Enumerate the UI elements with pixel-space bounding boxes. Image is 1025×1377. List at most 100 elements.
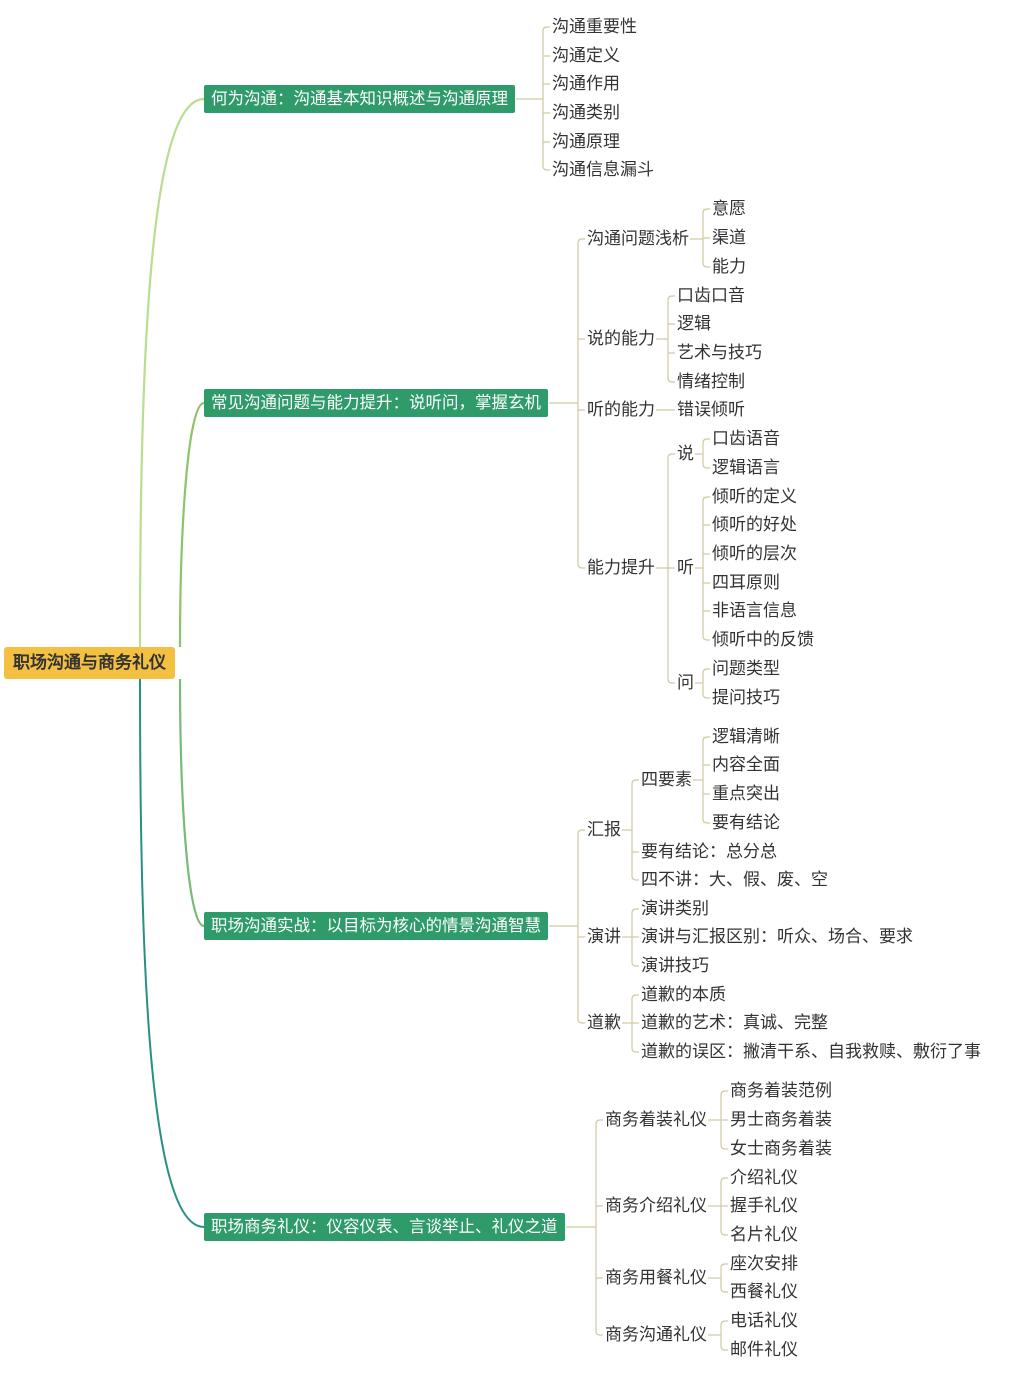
main-topic[interactable]: 何为沟通：沟通基本知识概述与沟通原理 (204, 85, 515, 113)
subtopic[interactable]: 重点突出 (712, 784, 780, 804)
subtopic[interactable]: 错误倾听 (677, 400, 745, 420)
connector-tick (631, 908, 639, 914)
connector-tick (702, 208, 710, 214)
subtopic[interactable]: 沟通类别 (552, 103, 620, 123)
subtopic[interactable]: 逻辑清晰 (712, 727, 780, 747)
subtopic[interactable]: 要有结论 (712, 813, 780, 833)
subtopic[interactable]: 口齿语音 (712, 429, 780, 449)
subtopic[interactable]: 名片礼仪 (730, 1225, 798, 1245)
connector-tick (595, 1119, 603, 1125)
subtopic[interactable]: 汇报 (587, 820, 621, 840)
subtopic[interactable]: 能力提升 (587, 558, 655, 578)
subtopic[interactable]: 沟通原理 (552, 132, 620, 152)
connector-tick (542, 165, 550, 171)
subtopic[interactable]: 道歉的误区：撇清干系、自我救赎、敷衍了事 (641, 1042, 981, 1062)
connector-tick (702, 496, 710, 502)
connector-tick (702, 463, 710, 469)
main-topic[interactable]: 职场商务礼仪：仪容仪表、言谈举止、礼仪之道 (204, 1213, 565, 1241)
subtopic[interactable]: 沟通定义 (552, 46, 620, 66)
connector-tick (631, 994, 639, 1000)
subtopic[interactable]: 渠道 (712, 228, 746, 248)
subtopic[interactable]: 倾听的定义 (712, 487, 797, 507)
connector-tick (577, 1018, 585, 1024)
connector-tick (720, 1144, 728, 1150)
subtopic[interactable]: 演讲 (587, 927, 621, 947)
subtopic[interactable]: 邮件礼仪 (730, 1340, 798, 1360)
subtopic[interactable]: 倾听的层次 (712, 544, 797, 564)
connector-tick (631, 1047, 639, 1053)
subtopic[interactable]: 说 (677, 444, 694, 464)
connector-tick (720, 1263, 728, 1269)
central-topic[interactable]: 职场沟通与商务礼仪 (4, 647, 175, 679)
subtopic[interactable]: 演讲类别 (641, 899, 709, 919)
subtopic[interactable]: 能力 (712, 257, 746, 277)
subtopic[interactable]: 演讲与汇报区别：听众、场合、要求 (641, 927, 913, 947)
connector-tick (667, 678, 675, 684)
subtopic[interactable]: 情绪控制 (677, 372, 745, 392)
connector-tick (577, 563, 585, 569)
subtopic[interactable]: 倾听的好处 (712, 515, 797, 535)
subtopic[interactable]: 沟通信息漏斗 (552, 160, 654, 180)
subtopic[interactable]: 介绍礼仪 (730, 1168, 798, 1188)
connector-tick (702, 262, 710, 268)
connector-tick (720, 1345, 728, 1351)
subtopic[interactable]: 西餐礼仪 (730, 1282, 798, 1302)
connector-tick (577, 238, 585, 244)
subtopic[interactable]: 商务用餐礼仪 (605, 1268, 707, 1288)
subtopic[interactable]: 逻辑 (677, 314, 711, 334)
subtopic[interactable]: 听 (677, 558, 694, 578)
branch-connector (178, 678, 205, 928)
subtopic[interactable]: 商务介绍礼仪 (605, 1196, 707, 1216)
subtopic[interactable]: 问题类型 (712, 659, 780, 679)
subtopic[interactable]: 问 (677, 673, 694, 693)
subtopic[interactable]: 沟通问题浅析 (587, 229, 689, 249)
subtopic[interactable]: 演讲技巧 (641, 956, 709, 976)
subtopic[interactable]: 四要素 (641, 770, 692, 790)
subtopic[interactable]: 握手礼仪 (730, 1196, 798, 1216)
subtopic[interactable]: 口齿口音 (677, 286, 745, 306)
subtopic[interactable]: 听的能力 (587, 400, 655, 420)
subtopic[interactable]: 商务着装礼仪 (605, 1110, 707, 1130)
subtopic[interactable]: 道歉 (587, 1013, 621, 1033)
subtopic[interactable]: 要有结论：总分总 (641, 842, 777, 862)
subtopic[interactable]: 四不讲：大、假、废、空 (641, 870, 828, 890)
connector-tick (702, 635, 710, 641)
subtopic[interactable]: 说的能力 (587, 329, 655, 349)
subtopic[interactable]: 艺术与技巧 (677, 343, 762, 363)
connector-tick (702, 693, 710, 699)
branch-connector (139, 678, 205, 1228)
subtopic[interactable]: 道歉的本质 (641, 985, 726, 1005)
subtopic[interactable]: 商务沟通礼仪 (605, 1325, 707, 1345)
connector-tick (631, 779, 639, 785)
subtopic[interactable]: 道歉的艺术：真诚、完整 (641, 1013, 828, 1033)
subtopic[interactable]: 商务着装范例 (730, 1081, 832, 1101)
main-topic[interactable]: 职场沟通实战：以目标为核心的情景沟通智慧 (204, 912, 548, 940)
subtopic[interactable]: 倾听中的反馈 (712, 630, 814, 650)
connector-tick (631, 875, 639, 881)
subtopic[interactable]: 逻辑语言 (712, 458, 780, 478)
subtopic[interactable]: 电话礼仪 (730, 1311, 798, 1331)
connector-tick (702, 818, 710, 824)
subtopic[interactable]: 意愿 (712, 199, 746, 219)
subtopic[interactable]: 提问技巧 (712, 688, 780, 708)
connector-tick (667, 377, 675, 383)
subtopic[interactable]: 沟通重要性 (552, 17, 637, 37)
connector-tick (667, 295, 675, 301)
connector-tick (667, 453, 675, 459)
subtopic[interactable]: 沟通作用 (552, 74, 620, 94)
connector-tick (720, 1090, 728, 1096)
subtopic[interactable]: 四耳原则 (712, 573, 780, 593)
subtopic[interactable]: 男士商务着装 (730, 1110, 832, 1130)
connector-tick (702, 668, 710, 674)
connector-tick (720, 1287, 728, 1293)
subtopic[interactable]: 内容全面 (712, 755, 780, 775)
subtopic[interactable]: 座次安排 (730, 1254, 798, 1274)
main-topic[interactable]: 常见沟通问题与能力提升：说听问，掌握玄机 (204, 389, 548, 417)
connector-tick (702, 736, 710, 742)
subtopic[interactable]: 女士商务着装 (730, 1139, 832, 1159)
branch-connector (178, 401, 205, 648)
subtopic[interactable]: 非语言信息 (712, 601, 797, 621)
connector-tick (720, 1320, 728, 1326)
